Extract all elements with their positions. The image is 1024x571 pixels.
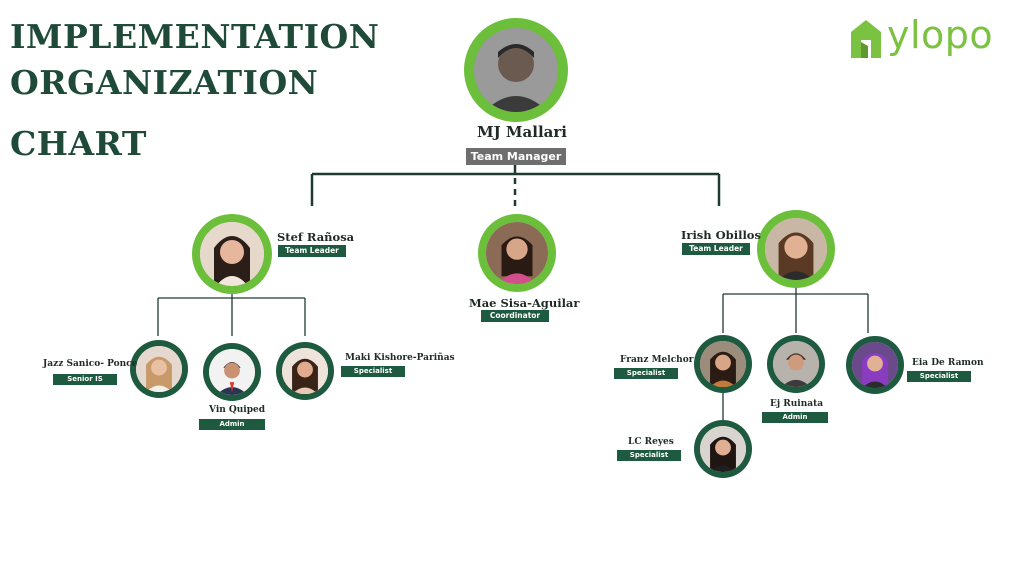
avatar	[136, 346, 182, 392]
avatar	[773, 341, 819, 387]
house-icon	[851, 20, 881, 58]
person-name: Eia De Ramon	[912, 358, 984, 368]
avatar	[209, 349, 255, 395]
role-badge: Team Manager	[466, 148, 566, 165]
person-name: Irish Obillos	[681, 228, 761, 242]
avatar	[486, 222, 548, 284]
avatar	[200, 222, 264, 286]
role-badge: Senior IS	[53, 374, 117, 385]
person-name: Stef Rañosa	[277, 230, 355, 244]
person-name: Ej Ruinata	[770, 399, 824, 409]
avatar	[282, 348, 328, 394]
person-name: Franz Melchor	[620, 355, 694, 365]
role-badge: Specialist	[341, 366, 405, 377]
person-name: Vin Quiped	[209, 405, 266, 415]
chart-title-line-3: CHART	[10, 124, 147, 163]
avatar	[852, 342, 898, 388]
chart-title-line-1: IMPLEMENTATION	[10, 17, 380, 56]
person-name: Mae Sisa-Aguilar	[469, 296, 580, 310]
role-badge: Specialist	[907, 371, 971, 382]
avatar	[700, 426, 746, 472]
role-badge: Team Leader	[278, 245, 346, 257]
person-name: LC Reyes	[628, 437, 674, 447]
avatar	[765, 218, 827, 280]
role-badge: Specialist	[617, 450, 681, 461]
role-badge: Coordinator	[481, 310, 549, 322]
role-badge: Specialist	[614, 368, 678, 379]
avatar	[474, 28, 558, 112]
role-badge: Admin	[199, 419, 265, 430]
avatar	[700, 341, 746, 387]
role-badge: Admin	[762, 412, 828, 423]
person-name: MJ Mallari	[477, 123, 567, 141]
person-name: Maki Kishore-Pariñas	[345, 353, 455, 363]
person-name: Jazz Sanico- Ponce	[43, 359, 138, 369]
chart-title-line-2: ORGANIZATION	[10, 63, 319, 102]
logo-wordmark: ylopo	[887, 13, 994, 57]
role-badge: Team Leader	[682, 243, 750, 255]
